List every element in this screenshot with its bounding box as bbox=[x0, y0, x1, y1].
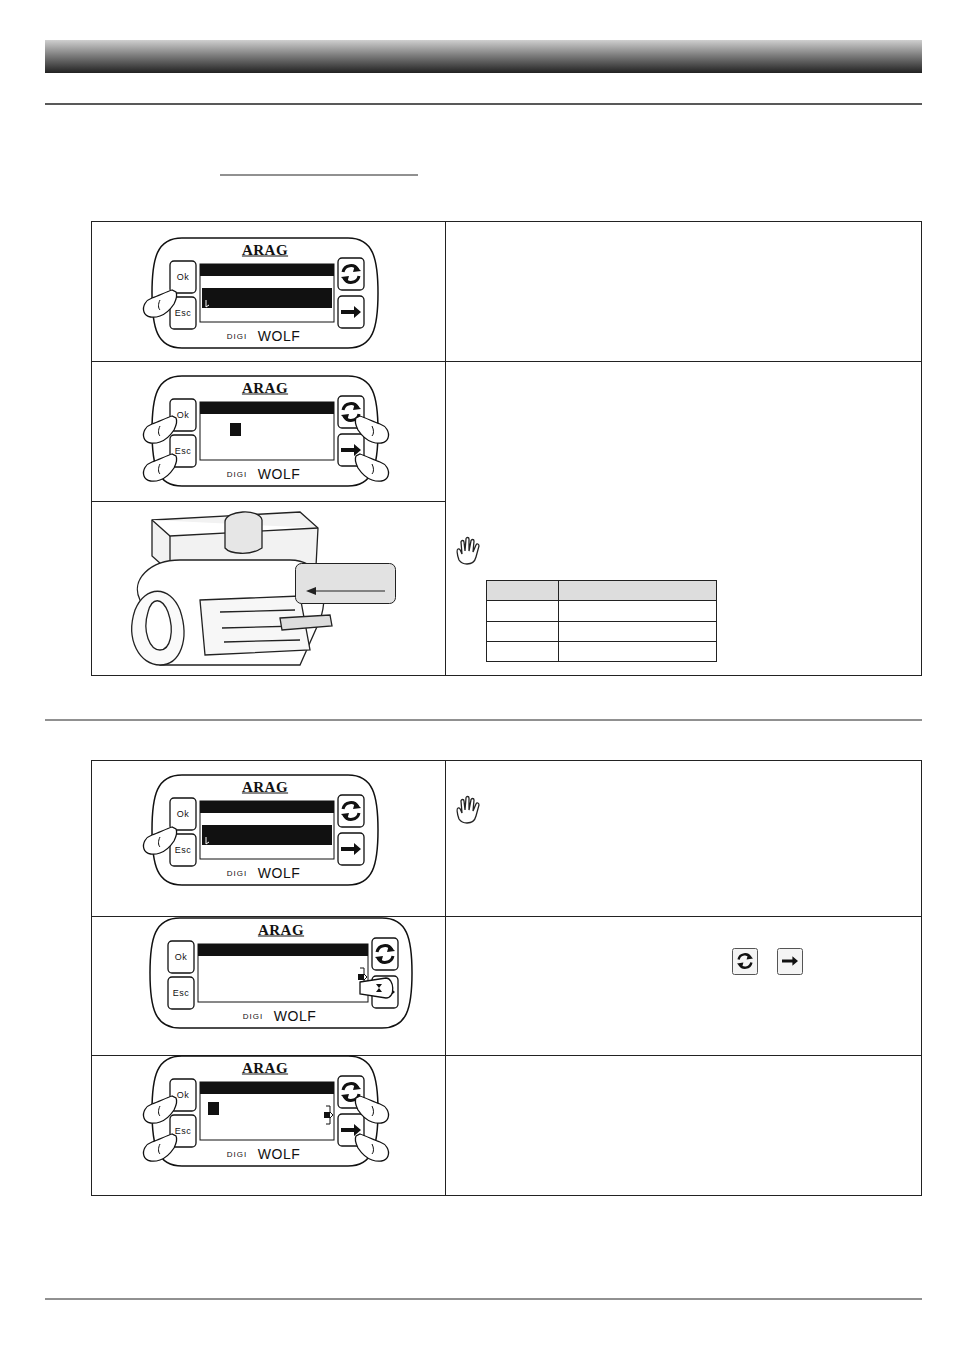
pointing-hand bbox=[355, 1134, 388, 1161]
caution-hand-icon bbox=[457, 538, 479, 565]
product-logo: WOLF bbox=[258, 866, 300, 880]
product-logo: DIGI bbox=[227, 333, 247, 341]
button-label: Esc bbox=[175, 447, 192, 456]
product-logo: DIGI bbox=[227, 1151, 247, 1159]
table-line bbox=[91, 916, 922, 917]
table-line bbox=[445, 760, 446, 1195]
digiwolf-display bbox=[150, 918, 412, 1028]
button-label: Esc bbox=[173, 989, 190, 998]
product-logo: DIGI bbox=[227, 471, 247, 479]
table-line bbox=[91, 361, 922, 362]
pointing-hand bbox=[143, 290, 176, 317]
digiwolf-display bbox=[152, 1056, 378, 1166]
digiwolf-display bbox=[152, 775, 378, 885]
callout-box bbox=[296, 564, 396, 604]
button-label: Ok bbox=[177, 1091, 190, 1100]
pointing-hand bbox=[143, 1096, 176, 1123]
small-table bbox=[487, 581, 717, 662]
pointing-hand bbox=[143, 416, 176, 443]
callout-arrow bbox=[312, 591, 385, 592]
caution-hand-icon bbox=[457, 797, 479, 824]
table-line bbox=[486, 621, 716, 622]
table-line bbox=[91, 501, 445, 502]
brand-logo: ARAG bbox=[242, 381, 288, 396]
product-logo: WOLF bbox=[258, 1147, 300, 1161]
table-line bbox=[445, 221, 446, 675]
brand-logo: ARAG bbox=[242, 780, 288, 795]
table-frame bbox=[92, 222, 922, 676]
product-logo: DIGI bbox=[227, 870, 247, 878]
brand-logo: ARAG bbox=[242, 243, 288, 258]
pointing-hand bbox=[355, 454, 388, 481]
pointing-hand bbox=[143, 1134, 176, 1161]
button-label: Ok bbox=[175, 953, 188, 962]
table-header bbox=[487, 581, 717, 601]
pointing-hand bbox=[355, 1096, 388, 1123]
product-logo: WOLF bbox=[258, 467, 300, 481]
underline bbox=[220, 175, 418, 176]
header-bar bbox=[45, 40, 922, 73]
pressing-hand bbox=[360, 978, 393, 998]
product-logo: WOLF bbox=[274, 1009, 316, 1023]
button-label: Ok bbox=[177, 273, 190, 282]
product-logo: DIGI bbox=[243, 1013, 263, 1021]
digiwolf-display bbox=[152, 238, 378, 348]
pointing-hand bbox=[355, 416, 388, 443]
button-label: Esc bbox=[175, 1127, 192, 1136]
pointing-hand bbox=[143, 454, 176, 481]
button-label: Esc bbox=[175, 846, 192, 855]
table-line bbox=[486, 641, 716, 642]
digiwolf-display bbox=[152, 376, 378, 486]
product-logo: WOLF bbox=[258, 329, 300, 343]
table-line bbox=[558, 580, 559, 661]
brand-logo: ARAG bbox=[242, 1061, 288, 1076]
brand-logo: ARAG bbox=[258, 923, 304, 938]
pointing-hand bbox=[143, 827, 176, 854]
button-label: Ok bbox=[177, 810, 190, 819]
section-rule bbox=[45, 720, 922, 721]
callout-arrowhead bbox=[306, 587, 316, 595]
section-rule bbox=[45, 103, 922, 105]
button-label: Ok bbox=[177, 411, 190, 420]
button-label: Esc bbox=[175, 309, 192, 318]
table-frame bbox=[92, 761, 922, 1196]
arrow-key-icon bbox=[778, 949, 803, 975]
footer-rule bbox=[45, 1299, 922, 1300]
scroll-key-icon bbox=[733, 949, 758, 975]
